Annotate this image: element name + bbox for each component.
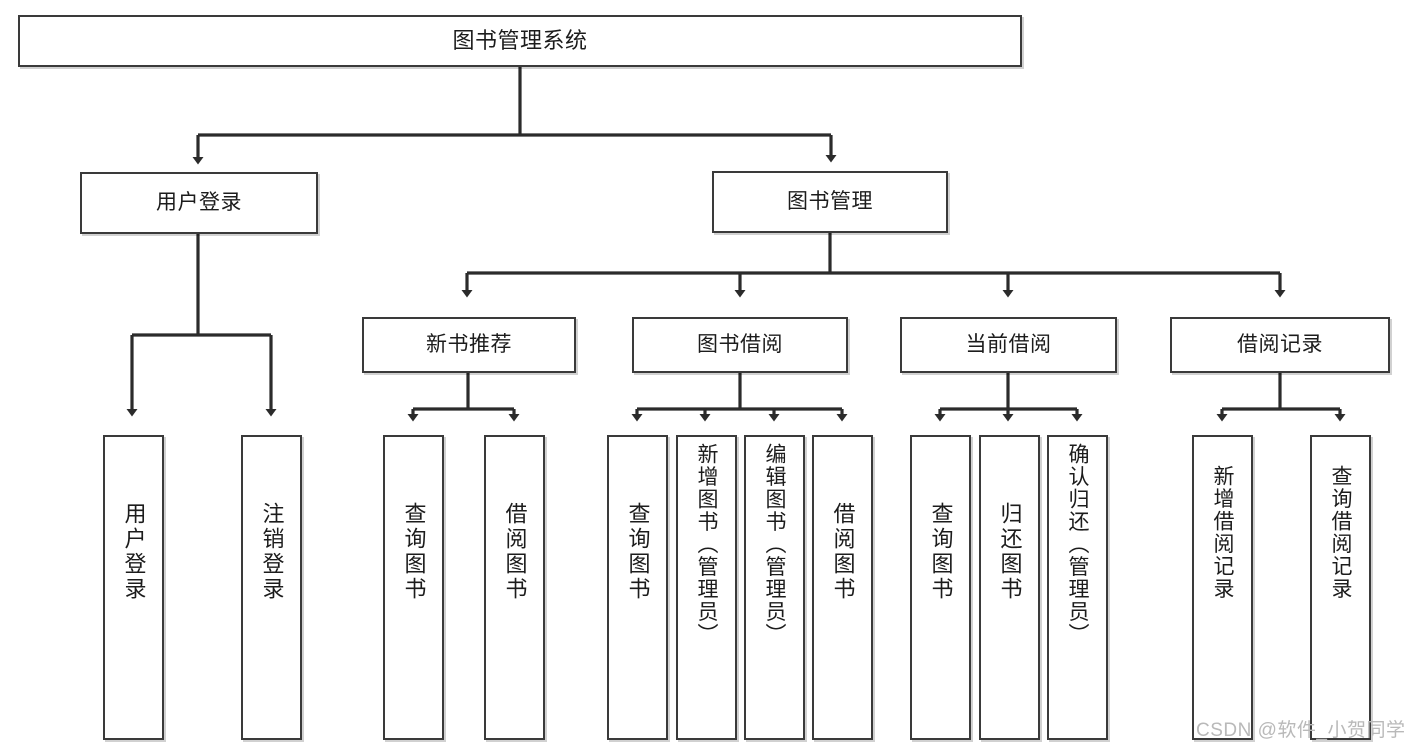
leaf-add-record[interactable]: 新增借阅记录: [1192, 435, 1253, 740]
leaf-borrow-book-1-label: 借阅图书: [502, 502, 528, 602]
leaf-return-book-label: 归还图书: [997, 502, 1023, 602]
leaf-add-record-label: 新增借阅记录: [1211, 465, 1234, 600]
leaf-query-book-1-label: 查询图书: [401, 502, 427, 602]
leaf-edit-book-label: 编辑图书（管理员）: [763, 443, 786, 646]
leaf-user-login-label: 用户登录: [121, 502, 147, 602]
leaf-query-book-2[interactable]: 查询图书: [607, 435, 668, 740]
leaf-user-login[interactable]: 用户登录: [103, 435, 164, 740]
node-book-borrow-label: 图书借阅: [697, 333, 783, 357]
leaf-return-book[interactable]: 归还图书: [979, 435, 1040, 740]
leaf-add-book-label: 新增图书（管理员）: [695, 443, 718, 646]
node-new-book-recommend-label: 新书推荐: [426, 333, 512, 357]
node-borrow-record-label: 借阅记录: [1237, 333, 1323, 357]
leaf-edit-book[interactable]: 编辑图书（管理员）: [744, 435, 805, 740]
leaf-borrow-book-2-label: 借阅图书: [830, 502, 856, 602]
node-current-borrow-label: 当前借阅: [965, 333, 1052, 357]
node-current-borrow[interactable]: 当前借阅: [900, 317, 1117, 373]
node-book-manage-label: 图书管理: [787, 190, 873, 214]
leaf-query-record[interactable]: 查询借阅记录: [1310, 435, 1371, 740]
leaf-logout-login[interactable]: 注销登录: [241, 435, 302, 740]
node-user-login-label: 用户登录: [156, 191, 242, 215]
node-root[interactable]: 图书管理系统: [18, 15, 1022, 67]
leaf-logout-login-label: 注销登录: [259, 502, 285, 602]
node-book-manage[interactable]: 图书管理: [712, 171, 948, 233]
leaf-query-record-label: 查询借阅记录: [1329, 465, 1352, 600]
leaf-query-book-3-label: 查询图书: [928, 502, 954, 602]
node-user-login[interactable]: 用户登录: [80, 172, 318, 234]
leaf-query-book-2-label: 查询图书: [625, 502, 651, 602]
node-borrow-record[interactable]: 借阅记录: [1170, 317, 1390, 373]
leaf-borrow-book-1[interactable]: 借阅图书: [484, 435, 545, 740]
node-book-borrow[interactable]: 图书借阅: [632, 317, 848, 373]
watermark: CSDN @软件_小贺同学: [1196, 720, 1405, 741]
leaf-confirm-return-label: 确认归还（管理员）: [1066, 443, 1089, 646]
leaf-confirm-return[interactable]: 确认归还（管理员）: [1047, 435, 1108, 740]
leaf-borrow-book-2[interactable]: 借阅图书: [812, 435, 873, 740]
leaf-query-book-1[interactable]: 查询图书: [383, 435, 444, 740]
leaf-query-book-3[interactable]: 查询图书: [910, 435, 971, 740]
leaf-add-book[interactable]: 新增图书（管理员）: [676, 435, 737, 740]
node-new-book-recommend[interactable]: 新书推荐: [362, 317, 576, 373]
node-root-label: 图书管理系统: [452, 27, 588, 53]
